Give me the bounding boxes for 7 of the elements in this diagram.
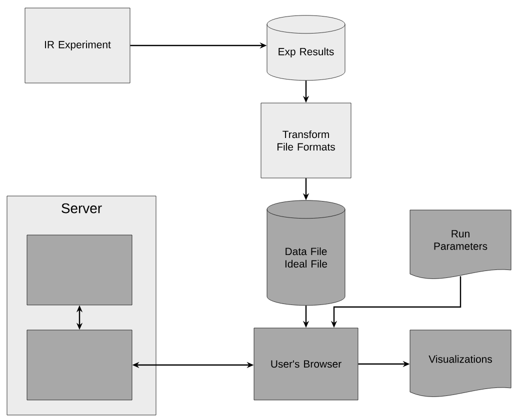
process-box: [26, 234, 132, 306]
database-cylinder: Data File Ideal File: [266, 200, 346, 306]
process-box: IR Experiment: [24, 8, 130, 84]
process-box: Transform File Formats: [260, 102, 352, 178]
database-cylinder: Exp Results: [266, 15, 346, 81]
process-box: User's Browser: [254, 328, 358, 400]
process-box: [26, 330, 132, 400]
